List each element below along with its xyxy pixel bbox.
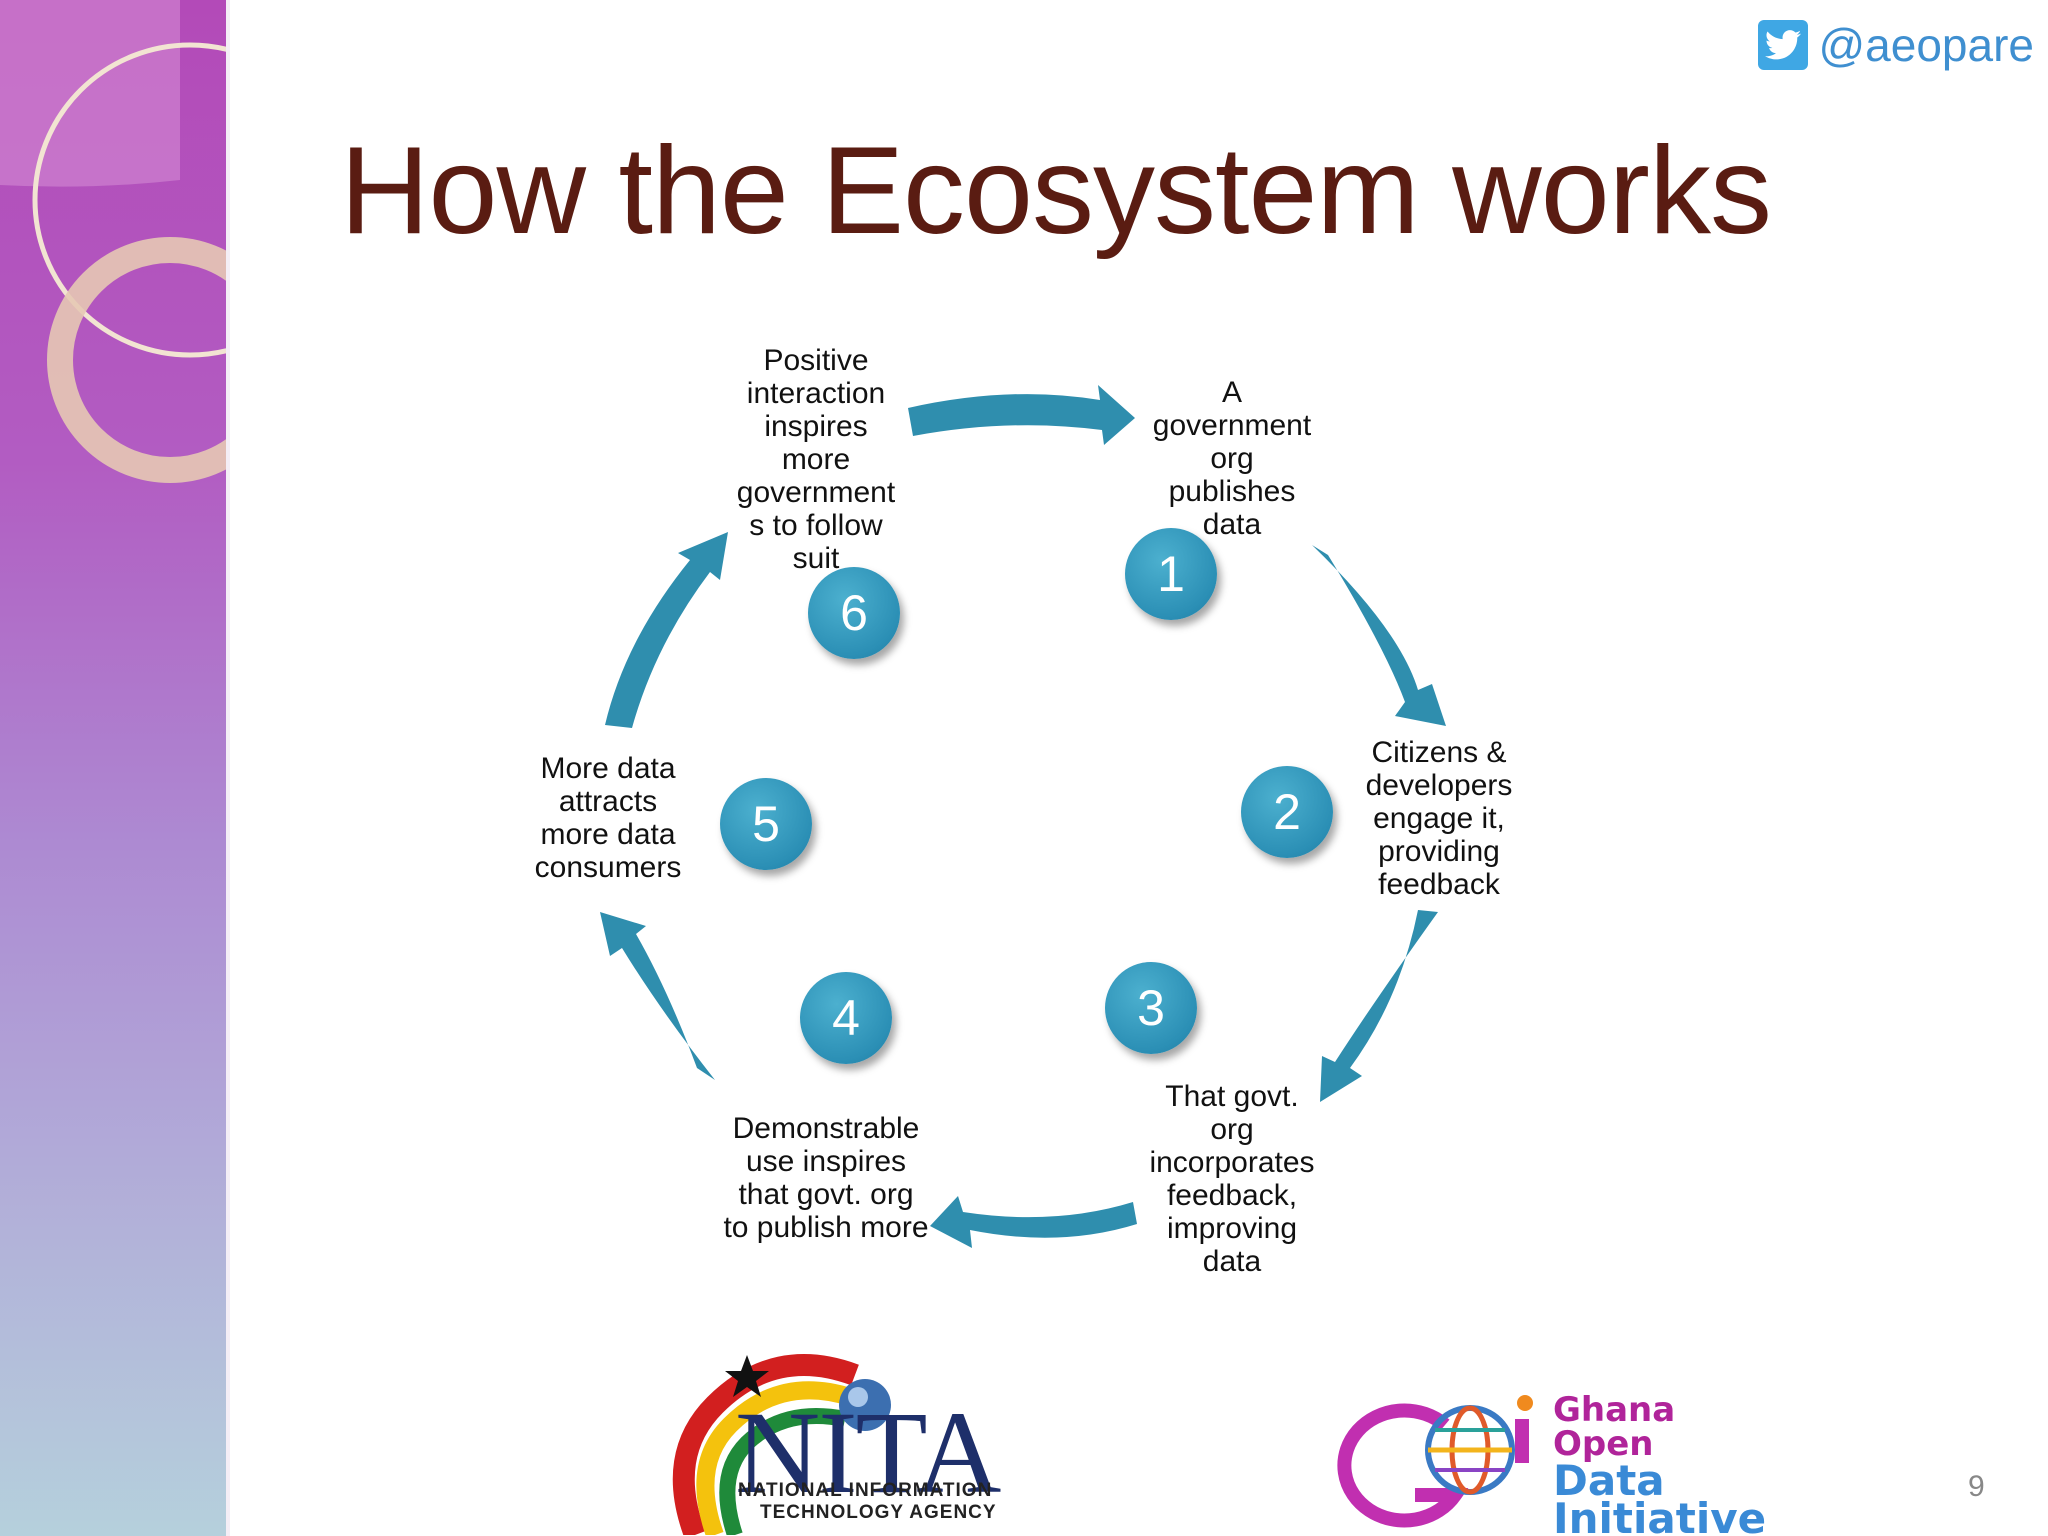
step-6-label: Positive interaction inspires more gover…	[736, 344, 896, 575]
decorative-rings-icon	[0, 0, 226, 483]
decorative-sidebar	[0, 0, 226, 1536]
step-3-label: That govt. org incorporates feedback, im…	[1149, 1080, 1315, 1278]
godi-word-ghana: Ghana	[1553, 1390, 1676, 1430]
sidebar-divider	[226, 0, 230, 1536]
page-number: 9	[1968, 1470, 1985, 1503]
step-1-label: A government org publishes data	[1152, 376, 1312, 541]
twitter-handle-badge: @aeopare	[1758, 18, 2034, 72]
step-5-label: More data attracts more data consumers	[534, 752, 682, 884]
arrow-1-to-2-icon	[1312, 545, 1446, 726]
arrow-4-to-5-icon	[600, 912, 715, 1080]
step-5-number-badge: 5	[720, 778, 812, 870]
godi-globe-logo-icon	[1337, 1395, 1533, 1528]
twitter-handle-text: @aeopare	[1818, 19, 2034, 71]
step-2-label: Citizens & developers engage it, providi…	[1365, 736, 1513, 901]
godi-word-initiative: Initiative	[1553, 1494, 1767, 1536]
step-4-label: Demonstrable use inspires that govt. org…	[723, 1112, 929, 1244]
step-2-number-badge: 2	[1241, 766, 1333, 858]
nita-subtitle-line2: TECHNOLOGY AGENCY	[760, 1502, 997, 1523]
arrow-2-to-3-icon	[1320, 910, 1438, 1102]
step-1-number-badge: 1	[1125, 528, 1217, 620]
step-6-number-badge: 6	[808, 567, 900, 659]
godi-word-open: Open	[1553, 1424, 1654, 1464]
twitter-bird-icon	[1758, 20, 1809, 70]
slide-title: How the Ecosystem works	[340, 122, 1772, 260]
arrow-6-to-1-icon	[908, 385, 1135, 445]
step-3-number-badge: 3	[1105, 962, 1197, 1054]
arrow-3-to-4-icon	[930, 1196, 1137, 1248]
nita-subtitle-line1: NATIONAL INFORMATION	[738, 1480, 993, 1501]
step-4-number-badge: 4	[800, 972, 892, 1064]
godi-word-data: Data	[1553, 1456, 1665, 1505]
nita-logo-icon	[672, 1354, 891, 1535]
nita-logo-text: NITA	[735, 1387, 1001, 1518]
arrow-5-to-6-icon	[605, 532, 728, 728]
